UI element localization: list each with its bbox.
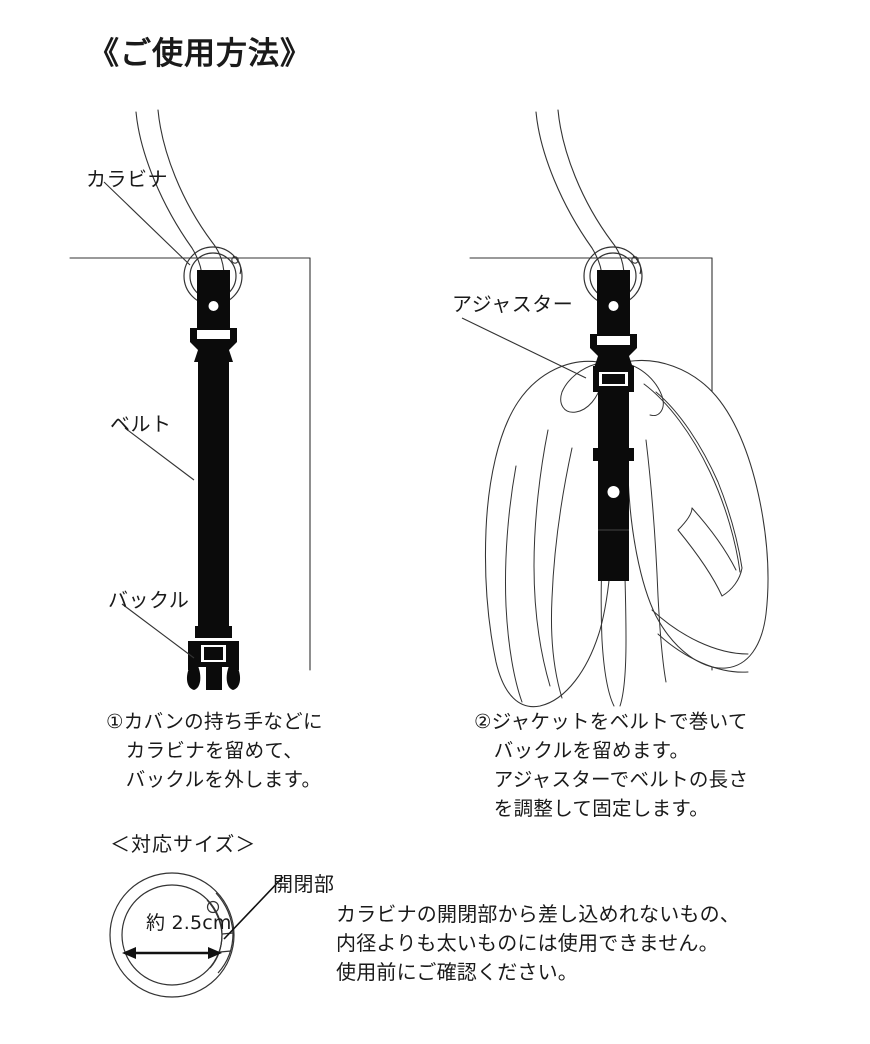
label-belt: ベルト	[110, 412, 172, 436]
label-carabiner: カラビナ	[86, 167, 168, 191]
bag-handle-inner	[557, 109, 625, 277]
adjuster-slider-icon	[190, 328, 237, 362]
belt-strap-icon	[590, 270, 637, 581]
adjuster-slider-icon	[590, 334, 637, 368]
size-note-text: カラビナの開閉部から差し込めれないもの、 内径よりも太いものには使用できません。…	[336, 902, 740, 984]
bag-handle-outer	[135, 111, 203, 279]
figure-step1	[69, 109, 400, 690]
bag-handle-outer	[535, 111, 603, 279]
side-release-buckle-icon	[593, 366, 634, 392]
side-release-buckle-icon	[186, 641, 241, 690]
carabiner-ring-icon	[109, 872, 235, 998]
label-buckle: バックル	[108, 588, 190, 612]
bag-handle-inner	[157, 109, 225, 277]
label-adjuster: アジャスター	[452, 292, 574, 316]
leader-line-icon	[461, 317, 587, 379]
leader-line-icon	[223, 876, 284, 940]
caption-step1: ①カバンの持ち手などに カラビナを留めて、 バックルを外します。	[106, 710, 323, 791]
size-section-heading: ＜対応サイズ＞	[110, 832, 257, 856]
caption-step2: ②ジャケットをベルトで巻いて バックルを留めます。 アジャスターでベルトの長さ …	[474, 710, 749, 820]
page-title: 《ご使用方法》	[88, 36, 312, 72]
belt-strap-icon	[190, 270, 237, 638]
label-gate: 開閉部	[273, 872, 335, 896]
dimension-arrow-icon	[122, 947, 222, 959]
leader-line-icon	[103, 181, 195, 659]
size-dimension-label: 約 2.5cm	[146, 912, 232, 934]
figure-step2	[430, 109, 850, 708]
figure-carabiner-size	[100, 860, 340, 1010]
